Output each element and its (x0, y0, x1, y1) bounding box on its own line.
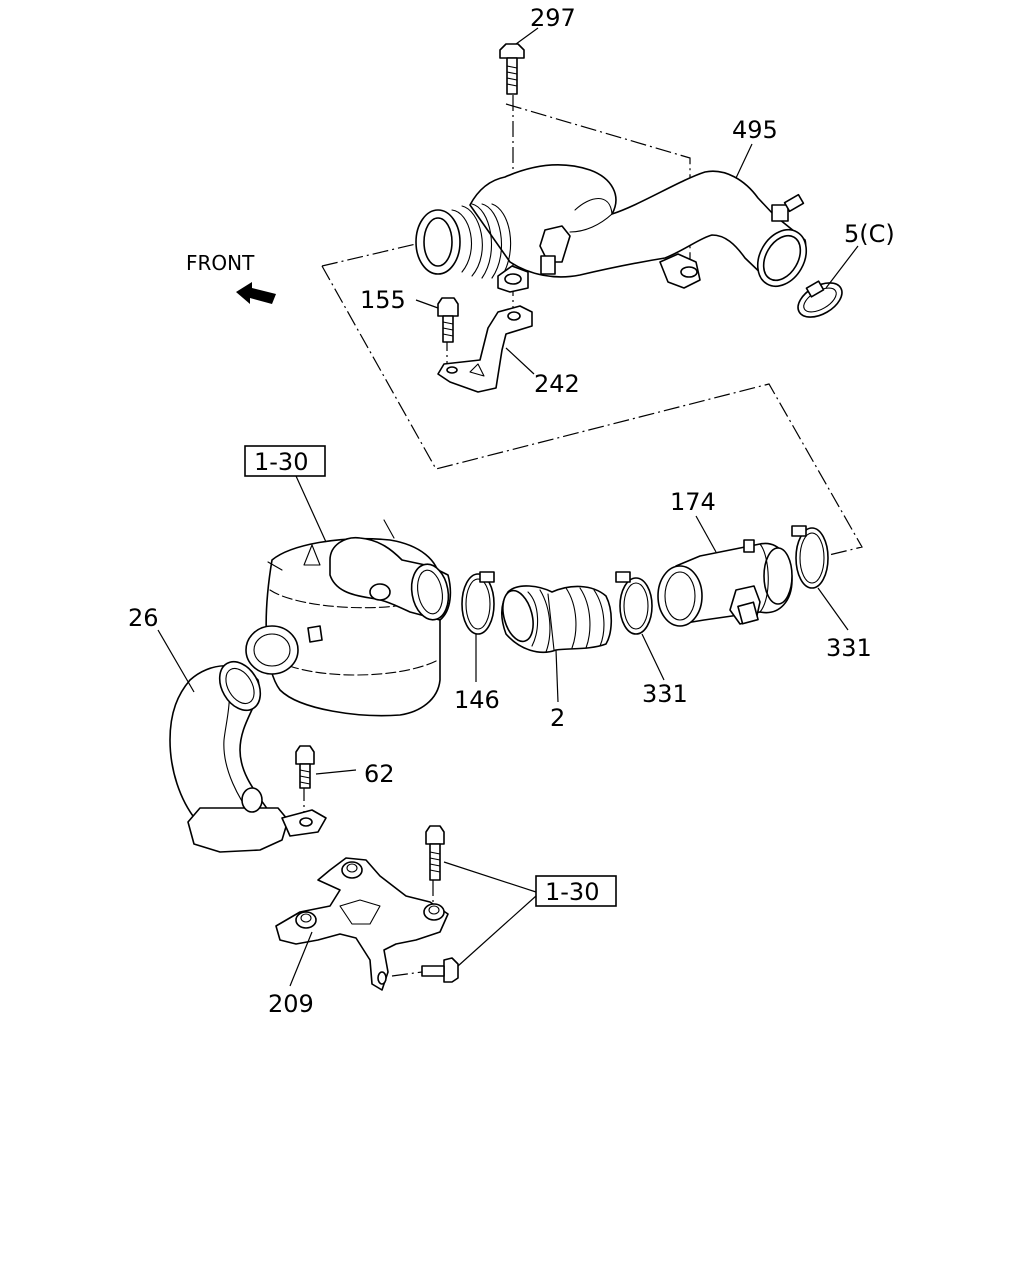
label-155: 155 (360, 286, 406, 314)
bracket-209 (275, 857, 449, 991)
label-331-right: 331 (826, 634, 872, 662)
clamp-5c (797, 280, 843, 318)
air-flow-meter-174 (657, 539, 793, 627)
elbow-26 (169, 660, 327, 853)
bolt-297 (499, 43, 525, 95)
air-cleaner-housing (245, 519, 452, 717)
ref-box-1-30-top (244, 445, 326, 477)
label-26: 26 (128, 604, 159, 632)
label-2: 2 (550, 704, 565, 732)
label-146: 146 (454, 686, 500, 714)
labels: FRONT 297 495 5(C) 155 242 1-30 174 26 3… (128, 4, 895, 1018)
front-arrow-icon (236, 282, 276, 304)
label-331-left: 331 (642, 680, 688, 708)
label-5c: 5(C) (844, 220, 895, 248)
clamp-331-left (615, 571, 653, 635)
label-1-30-bottom: 1-30 (545, 878, 599, 906)
clamp-146 (461, 571, 495, 635)
front-label: FRONT (186, 251, 255, 275)
label-62: 62 (364, 760, 395, 788)
duct-495 (415, 164, 808, 293)
ref-box-1-30-bottom (535, 875, 617, 907)
label-242: 242 (534, 370, 580, 398)
bolt-62 (295, 745, 315, 789)
bolts-209 (391, 825, 459, 983)
clamp-331-right (791, 525, 829, 589)
label-174: 174 (670, 488, 716, 516)
hose-2 (500, 585, 613, 654)
bolt-155 (437, 297, 459, 343)
label-297: 297 (530, 4, 576, 32)
leader-lines (157, 27, 859, 987)
label-1-30-top: 1-30 (254, 448, 308, 476)
label-495: 495 (732, 116, 778, 144)
bracket-242 (437, 305, 533, 393)
label-209: 209 (268, 990, 314, 1018)
